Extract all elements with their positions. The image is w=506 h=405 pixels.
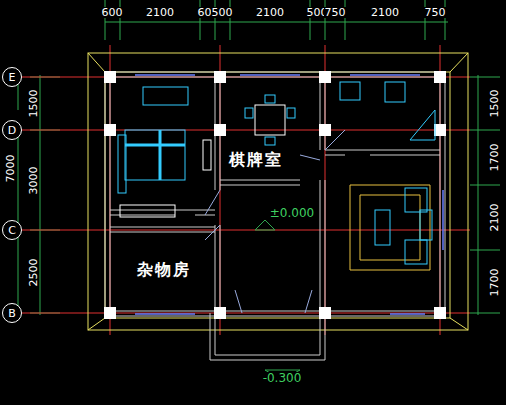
dimension: 2500	[28, 257, 39, 287]
axis-bubble: C	[2, 220, 22, 240]
dimension: 2100	[255, 7, 285, 18]
axis-letter: E	[9, 72, 16, 83]
dimension: 7000	[5, 153, 16, 183]
dimension: 600	[101, 7, 124, 18]
room-name: 棋牌室	[228, 152, 284, 168]
dimension: 500	[211, 7, 234, 18]
dimension: 1500	[489, 88, 500, 118]
dimension: 2100	[145, 7, 175, 18]
elevation: ±0.000	[269, 207, 315, 219]
elevation: -0.300	[262, 372, 303, 384]
axis-bubble: D	[2, 120, 22, 140]
axis-bubble: B	[2, 303, 22, 323]
axis-letter: D	[8, 125, 16, 136]
dimension: 3000	[28, 165, 39, 195]
dimension: 1500	[28, 88, 39, 118]
dimension: 1700	[489, 142, 500, 172]
axis-bubble: E	[2, 67, 22, 87]
room-name: 杂物房	[136, 262, 192, 278]
axis-letter: C	[8, 225, 16, 236]
axis-letter: B	[8, 308, 16, 319]
dimension: 2100	[489, 202, 500, 232]
dimension: 750	[324, 7, 347, 18]
dimension: 2100	[370, 7, 400, 18]
dimension: 750	[424, 7, 447, 18]
dimension: 1700	[489, 267, 500, 297]
